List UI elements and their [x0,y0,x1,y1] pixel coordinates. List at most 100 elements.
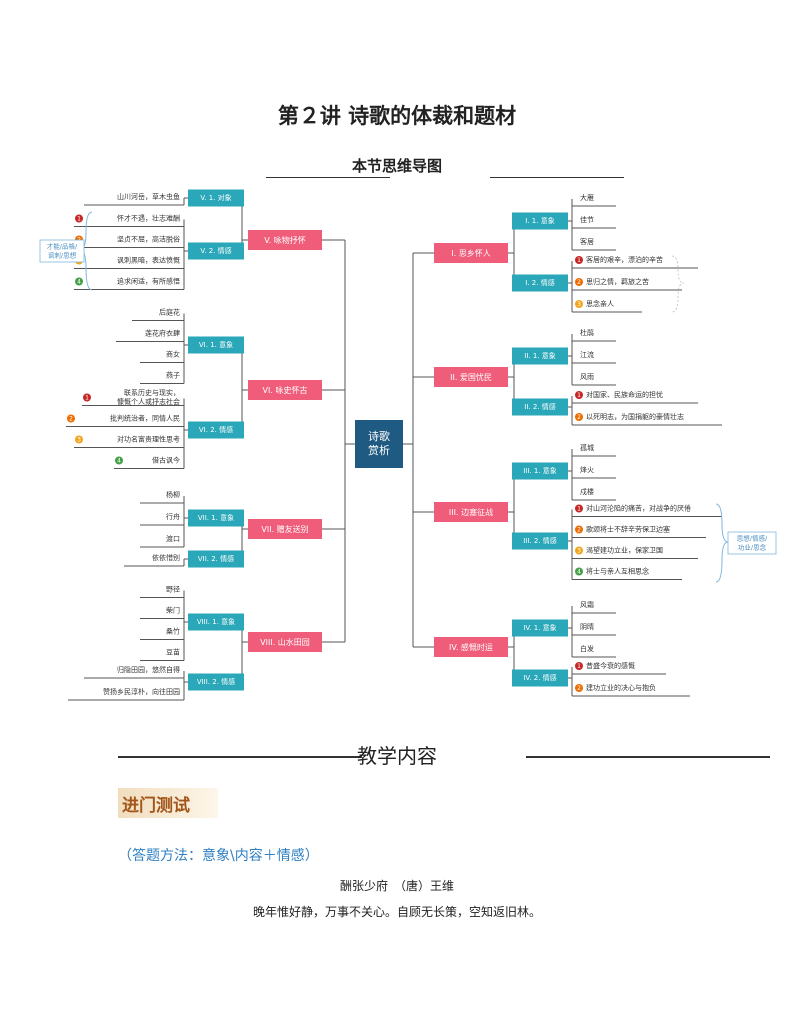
item-number-badge [575,504,583,513]
main-branch-node [248,380,322,400]
sub-branch-label: I. 2. 情感 [525,278,554,287]
sub-branch-node [188,189,244,207]
sub-branch-node [512,532,568,550]
sub-branch-label: VIII. 1. 意象 [197,617,235,626]
sub-branch-node [188,336,244,354]
item-number-badge [115,456,123,465]
item-number: 4 [577,568,581,575]
item-number: 3 [77,436,81,443]
sub-branch-label: V. 2. 情感 [200,246,231,255]
item-text: 佳节 [580,215,594,224]
main-branch-label: V. 咏物抒怀 [264,235,306,245]
main-branch-label: IV. 感慨时运 [449,642,493,652]
mindmap-title-rule-left [266,177,390,178]
item-text: 江流 [580,350,594,359]
item-number: 1 [577,663,581,670]
sub-branch-label: VI. 1. 意象 [199,340,233,349]
item-number: 2 [577,526,581,533]
item-number: 1 [577,392,581,399]
sub-branch-node [512,212,568,230]
item-text: 戍楼 [580,487,594,496]
main-branch-node [434,367,508,387]
item-text: 后庭花 [159,308,180,317]
main-branch-node [248,519,322,539]
section-rule-left [118,756,362,758]
item-text: 莲花府衣肆 [145,329,180,338]
left-side-note: 才能/品格/讽刺/思想 [47,242,78,260]
item-text: 野径 [166,585,180,594]
main-branch-node [434,243,508,263]
sub-branch-label: VII. 2. 情感 [198,554,234,563]
item-text: 阴晴 [580,622,594,631]
sub-branch-label: III. 2. 情感 [523,536,557,545]
center-node-label: 诗歌赏析 [368,429,390,457]
item-text: 思归之情，羁旅之苦 [586,277,649,286]
sub-branch-label: IV. 2. 情感 [523,673,556,682]
item-number: 1 [577,505,581,512]
main-branch-label: VI. 咏史怀古 [263,385,308,395]
item-text: 将士与亲人互相思念 [586,567,649,576]
item-text: 客居的艰辛，漂泊的辛苦 [586,255,663,264]
item-text: 追求闲适，有所感悟 [117,277,180,286]
item-number-badge [575,525,583,534]
item-number: 3 [577,547,581,554]
right-side-note-box [727,531,777,555]
main-branch-label: I. 思乡怀人 [451,248,490,258]
sub-branch-node [512,398,568,416]
main-branch-label: II. 爱国忧民 [450,372,492,382]
sub-branch-node [188,509,244,527]
item-number-badge [575,684,583,692]
section-rule-right [526,756,770,758]
item-text: 对山河沦陷的痛苦，对战争的厌倦 [586,504,691,513]
main-branch-node [434,637,508,657]
item-text: 烽火 [580,465,594,474]
section-badge-label: 进门测试 [122,796,190,816]
item-number-badge [75,277,83,286]
method-note: （答题方法：意象\内容＋情感） [118,848,319,864]
sub-branch-node [188,550,244,568]
poem-line: 晚年惟好静，万事不关心。自顾无长策，空知返旧林。 [252,905,541,919]
item-text: 商女 [166,350,180,359]
sub-branch-label: I. 1. 意象 [525,216,554,225]
item-text: 孤城 [580,443,594,452]
poem-title: 酬张少府 （唐）王维 [339,879,454,893]
item-text: 讽刺黑暗，表达愤慨 [117,256,180,265]
item-number-badge [67,414,75,423]
item-number-badge [575,662,583,670]
item-number-badge [83,393,91,402]
sub-branch-node [512,462,568,480]
item-number-badge [575,300,583,308]
item-text: 渴望建功立业，保家卫国 [586,546,663,555]
item-text: 借古讽今 [152,456,180,465]
item-text: 杨柳 [166,490,180,499]
item-text: 行舟 [166,512,180,521]
main-branch-node [434,502,508,522]
item-text: 大雁 [580,193,594,202]
sub-branch-label: VII. 1. 意象 [198,513,234,522]
item-text: 歌颂将士不辞辛劳保卫边塞 [586,525,670,534]
item-text: 客居 [580,237,594,246]
sub-branch-label: VIII. 2. 情感 [197,677,235,686]
section-title: 教学内容 [357,744,437,768]
item-text: 对功名富贵理性思考 [117,435,180,444]
sub-branch-label: II. 2. 情感 [524,402,555,411]
item-text: 豆苗 [166,649,180,657]
item-text: 批判统治者，同情人民 [110,414,180,423]
item-number-badge [575,546,583,555]
item-text: 建功立业的决心与抱负 [586,683,656,692]
main-branch-label: VIII. 山水田园 [260,637,310,647]
item-text: 昔盛今衰的感慨 [586,661,635,670]
section-badge: 进门测试 [118,788,218,818]
sub-branch-node [188,673,244,691]
item-text: 联系历史与现实，慷慨个人或抒志社会 [117,388,180,406]
sub-branch-label: IV. 1. 意象 [523,623,556,632]
item-text: 归隐田园，悠然自得 [117,665,180,674]
right-note-brace [715,503,729,583]
item-text: 杜鹃 [580,328,594,337]
item-text: 山川河岳，草木虫鱼 [117,192,180,201]
item-number: 4 [117,457,121,464]
item-number: 2 [577,685,581,692]
left-side-note-box [39,239,85,263]
sub-branch-label: VI. 2. 情感 [199,425,233,434]
